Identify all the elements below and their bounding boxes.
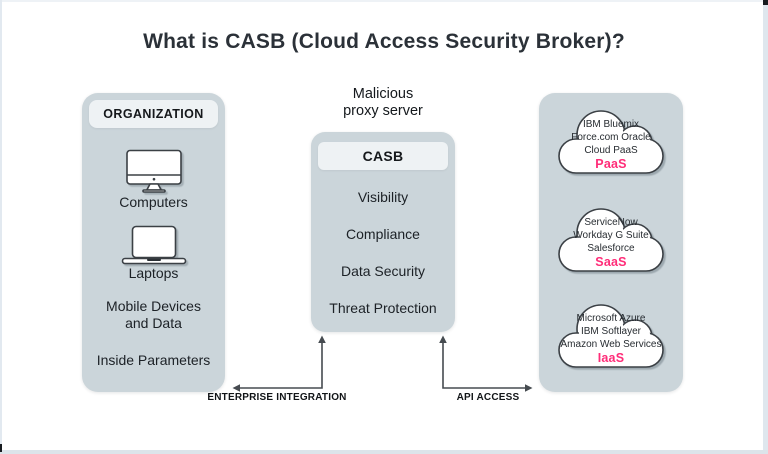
desktop-computer-icon [125,149,183,198]
cloud-paas: IBM Bluemix Force.com Oracle Cloud PaaS … [553,105,669,181]
cloud-line: Amazon Web Services [560,339,662,350]
organization-item-laptops: Laptops [128,265,179,281]
cloud-icon [558,208,664,272]
casb-panel: CASB Visibility Compliance Data Security… [311,132,455,332]
arrow-up-icon [439,335,447,343]
cloud-line: IBM Bluemix [582,119,640,130]
laptop-icon [121,225,187,271]
cloud-tag-paas: PaaS [595,157,627,171]
organization-item-inside-parameters: Inside Parameters [96,352,211,368]
api-access-arrow [442,341,526,389]
cloud-services-panel: IBM Bluemix Force.com Oracle Cloud PaaS … [539,93,683,392]
cloud-saas: ServiceNow Workday G Suite Salesforce Sa… [553,203,669,279]
cloud-saas-text: ServiceNow Workday G Suite Salesforce Sa… [553,216,669,270]
api-access-label: API ACCESS [456,392,520,403]
organization-panel: ORGANIZATION Computers [82,93,225,392]
screen-edge-top [0,0,768,2]
cloud-line: IBM Softlayer [580,326,642,337]
cloud-tag-iaas: IaaS [597,351,625,365]
casb-item-data-security: Data Security [340,263,426,279]
cloud-line: Microsoft Azure [576,313,646,324]
cloud-paas-text: IBM Bluemix Force.com Oracle Cloud PaaS … [553,118,669,172]
malicious-proxy-caption: Malicious proxy server [343,86,423,119]
screen-edge-bottom [0,450,768,454]
screen-edge-right [763,0,768,454]
organization-item-computers: Computers [119,194,188,210]
casb-item-threat-protection: Threat Protection [329,300,437,316]
cloud-tag-saas: SaaS [595,255,627,269]
cloud-line: Workday G Suite [573,230,649,241]
enterprise-integration-arrow [239,341,323,389]
cloud-line: Salesforce [587,243,635,254]
cloud-iaas-text: Microsoft Azure IBM Softlayer Amazon Web… [553,312,669,366]
enterprise-integration-label: ENTERPRISE INTEGRATION [207,392,347,403]
screen-corner-artifact [763,0,768,5]
screen-edge-left [0,0,2,454]
organization-item-mobile-devices: Mobile Devices and Data [106,298,201,332]
cloud-line: Force.com Oracle [571,132,651,143]
cloud-line: ServiceNow [584,217,638,228]
cloud-icon [558,110,664,174]
organization-header: ORGANIZATION [89,100,218,128]
screen-corner-artifact [0,444,2,452]
casb-item-compliance: Compliance [346,226,420,242]
cloud-line: Cloud PaaS [584,145,638,156]
cloud-icon [558,304,664,368]
casb-header: CASB [318,142,448,170]
arrow-right-icon [525,384,533,392]
casb-item-visibility: Visibility [357,189,409,205]
cloud-iaas: Microsoft Azure IBM Softlayer Amazon Web… [553,299,669,375]
arrow-left-icon [232,384,240,392]
page-title: What is CASB (Cloud Access Security Brok… [143,30,625,53]
arrow-up-icon [318,335,326,343]
